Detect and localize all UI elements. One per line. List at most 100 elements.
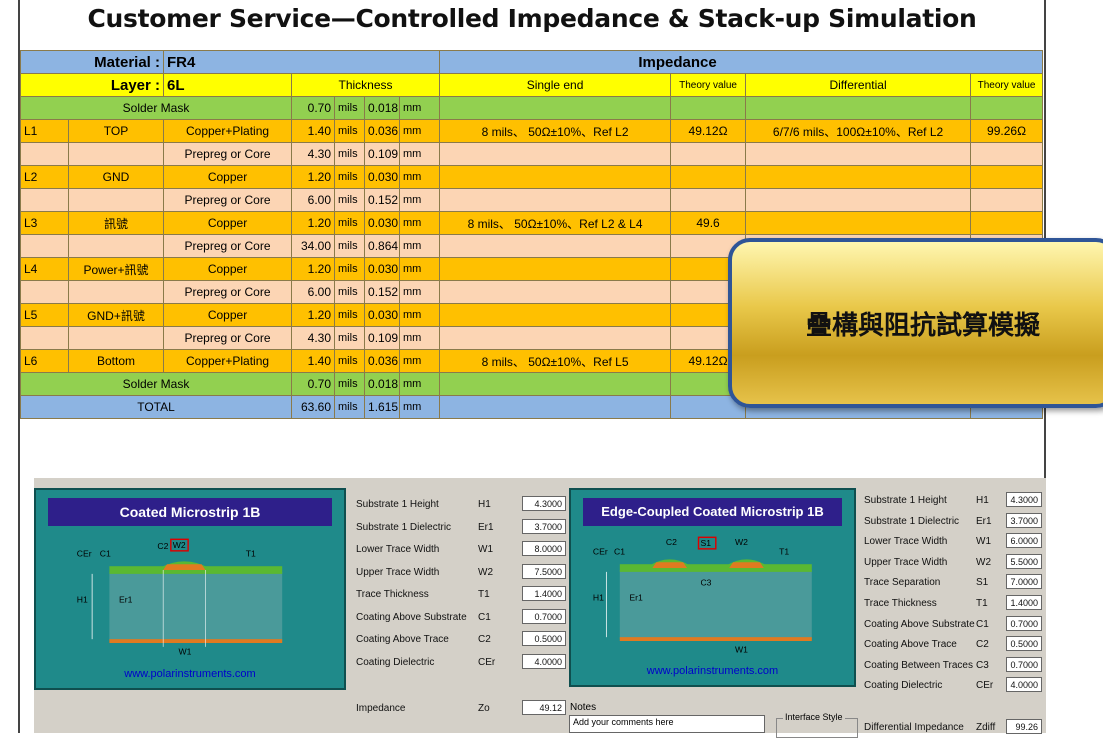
layer-name-cell: TOP [67,119,165,143]
parameter-label: Upper Trace Width [864,556,948,568]
parameter-label: Upper Trace Width [356,566,440,578]
differential-theory-cell: 99.26Ω [970,119,1044,143]
parameter-label: Lower Trace Width [864,536,948,548]
edge-coupled-panel: Edge-Coupled Coated Microstrip 1B S1 CEr… [569,488,856,687]
parameter-value-input[interactable]: 0.7000 [522,608,566,624]
parameter-value-input[interactable]: 1.4000 [1006,595,1042,610]
c2-label: C2 [157,541,168,551]
notes-input[interactable]: Add your comments here [569,715,765,733]
layer-name-cell: GND [67,165,165,189]
parameter-value-input[interactable]: 8.0000 [522,541,566,556]
thickness-mm-cell: 0.152 [364,280,401,304]
parameter-value-input[interactable]: 4.3000 [1006,492,1042,507]
parameter-symbol: Er1 [976,515,992,527]
thickness-mils-cell: 63.60 [291,395,336,419]
mils-unit-cell: mils [334,349,366,373]
single-end-header: Single end [439,73,672,97]
layer-type-cell: Copper+Plating [163,119,293,143]
parameter-value-input[interactable]: 3.7000 [1006,512,1042,528]
er1-label: Er1 [119,595,133,605]
stackup-simulation-badge: 疊構與阻抗試算模擬 [728,238,1103,408]
layer-id-cell: L6 [20,349,69,373]
single-end-theory-cell [670,395,747,419]
diff-impedance-value[interactable]: 99.26 [1006,719,1042,734]
cer-label: CEr [593,547,608,557]
layer-type-cell: Copper+Plating [163,349,293,373]
parameter-value-input[interactable]: 3.7000 [522,518,566,534]
single-end-cell: 8 mils、 50Ω±10%、Ref L2 [439,119,672,143]
layer-type-cell: Copper [163,257,293,281]
mm-unit-cell: mm [399,349,441,373]
t1-label: T1 [246,549,256,559]
polar-url[interactable]: www.polarinstruments.com [646,665,779,677]
single-end-cell [439,165,672,189]
parameter-value-input[interactable]: 4.0000 [522,653,566,669]
parameter-value-input[interactable]: 0.5000 [1006,636,1042,652]
ground-plane-shape [109,639,283,643]
theory-value-header-2: Theory value [970,73,1044,97]
mm-unit-cell: mm [399,303,441,327]
layer-name-cell: Power+訊號 [67,257,165,281]
interface-style-group: Interface Style [776,712,858,738]
single-end-cell [439,395,672,419]
parameter-symbol: H1 [976,495,989,506]
layer-id-cell [20,280,69,304]
thickness-mm-cell: 0.030 [364,165,401,189]
single-end-cell: 8 mils、 50Ω±10%、Ref L5 [439,349,672,373]
thickness-mils-cell: 1.20 [291,165,336,189]
parameter-label: Trace Thickness [864,598,937,609]
parameter-label: Coating Above Trace [356,634,449,645]
polar-url[interactable]: www.polarinstruments.com [124,668,256,680]
layer-id-cell: L1 [20,119,69,143]
h1-label: H1 [593,593,604,603]
layer-type-cell: Prepreg or Core [163,326,293,350]
mils-unit-cell: mils [334,280,366,304]
parameter-value-input[interactable]: 7.5000 [522,563,566,579]
parameter-label: Lower Trace Width [356,544,440,555]
parameter-label: Trace Separation [864,577,941,589]
parameter-symbol: C2 [976,639,989,651]
w2-label: W2 [735,537,748,547]
parameter-value-input[interactable]: 0.5000 [522,631,566,646]
parameter-label: Coating Above Substrate [356,611,467,623]
parameter-value-input[interactable]: 4.3000 [522,496,566,511]
c1-label: C1 [614,547,625,557]
parameter-value-input[interactable]: 0.7000 [1006,656,1042,672]
single-end-theory-cell [670,142,747,166]
parameter-symbol: C1 [478,611,491,623]
thickness-mm-cell: 0.036 [364,119,401,143]
parameter-value-input[interactable]: 0.7000 [1006,615,1042,631]
layer-id-cell [20,188,69,212]
layer-name-cell: TOTAL [19,395,293,419]
mm-unit-cell: mm [399,395,441,419]
parameter-label: Trace Thickness [356,589,429,600]
parameter-value-input[interactable]: 4.0000 [1006,677,1042,693]
parameter-value-input[interactable]: 7.0000 [1006,574,1042,590]
single-end-cell: 8 mils、 50Ω±10%、Ref L2 & L4 [439,211,672,235]
parameter-value-input[interactable]: 1.4000 [522,586,566,601]
impedance-value[interactable]: 49.12 [522,700,566,715]
differential-theory-cell [970,96,1044,120]
stackup-table: Material : FR4 Impedance Layer : 6L Thic… [19,50,1044,419]
thickness-mils-cell: 1.20 [291,257,336,281]
c3-label: C3 [700,577,711,587]
parameter-value-input[interactable]: 5.5000 [1006,553,1042,569]
notes-label: Notes [570,702,597,713]
parameter-symbol: H1 [478,499,491,510]
thickness-mm-cell: 0.030 [364,257,401,281]
parameter-value-input[interactable]: 6.0000 [1006,533,1042,549]
